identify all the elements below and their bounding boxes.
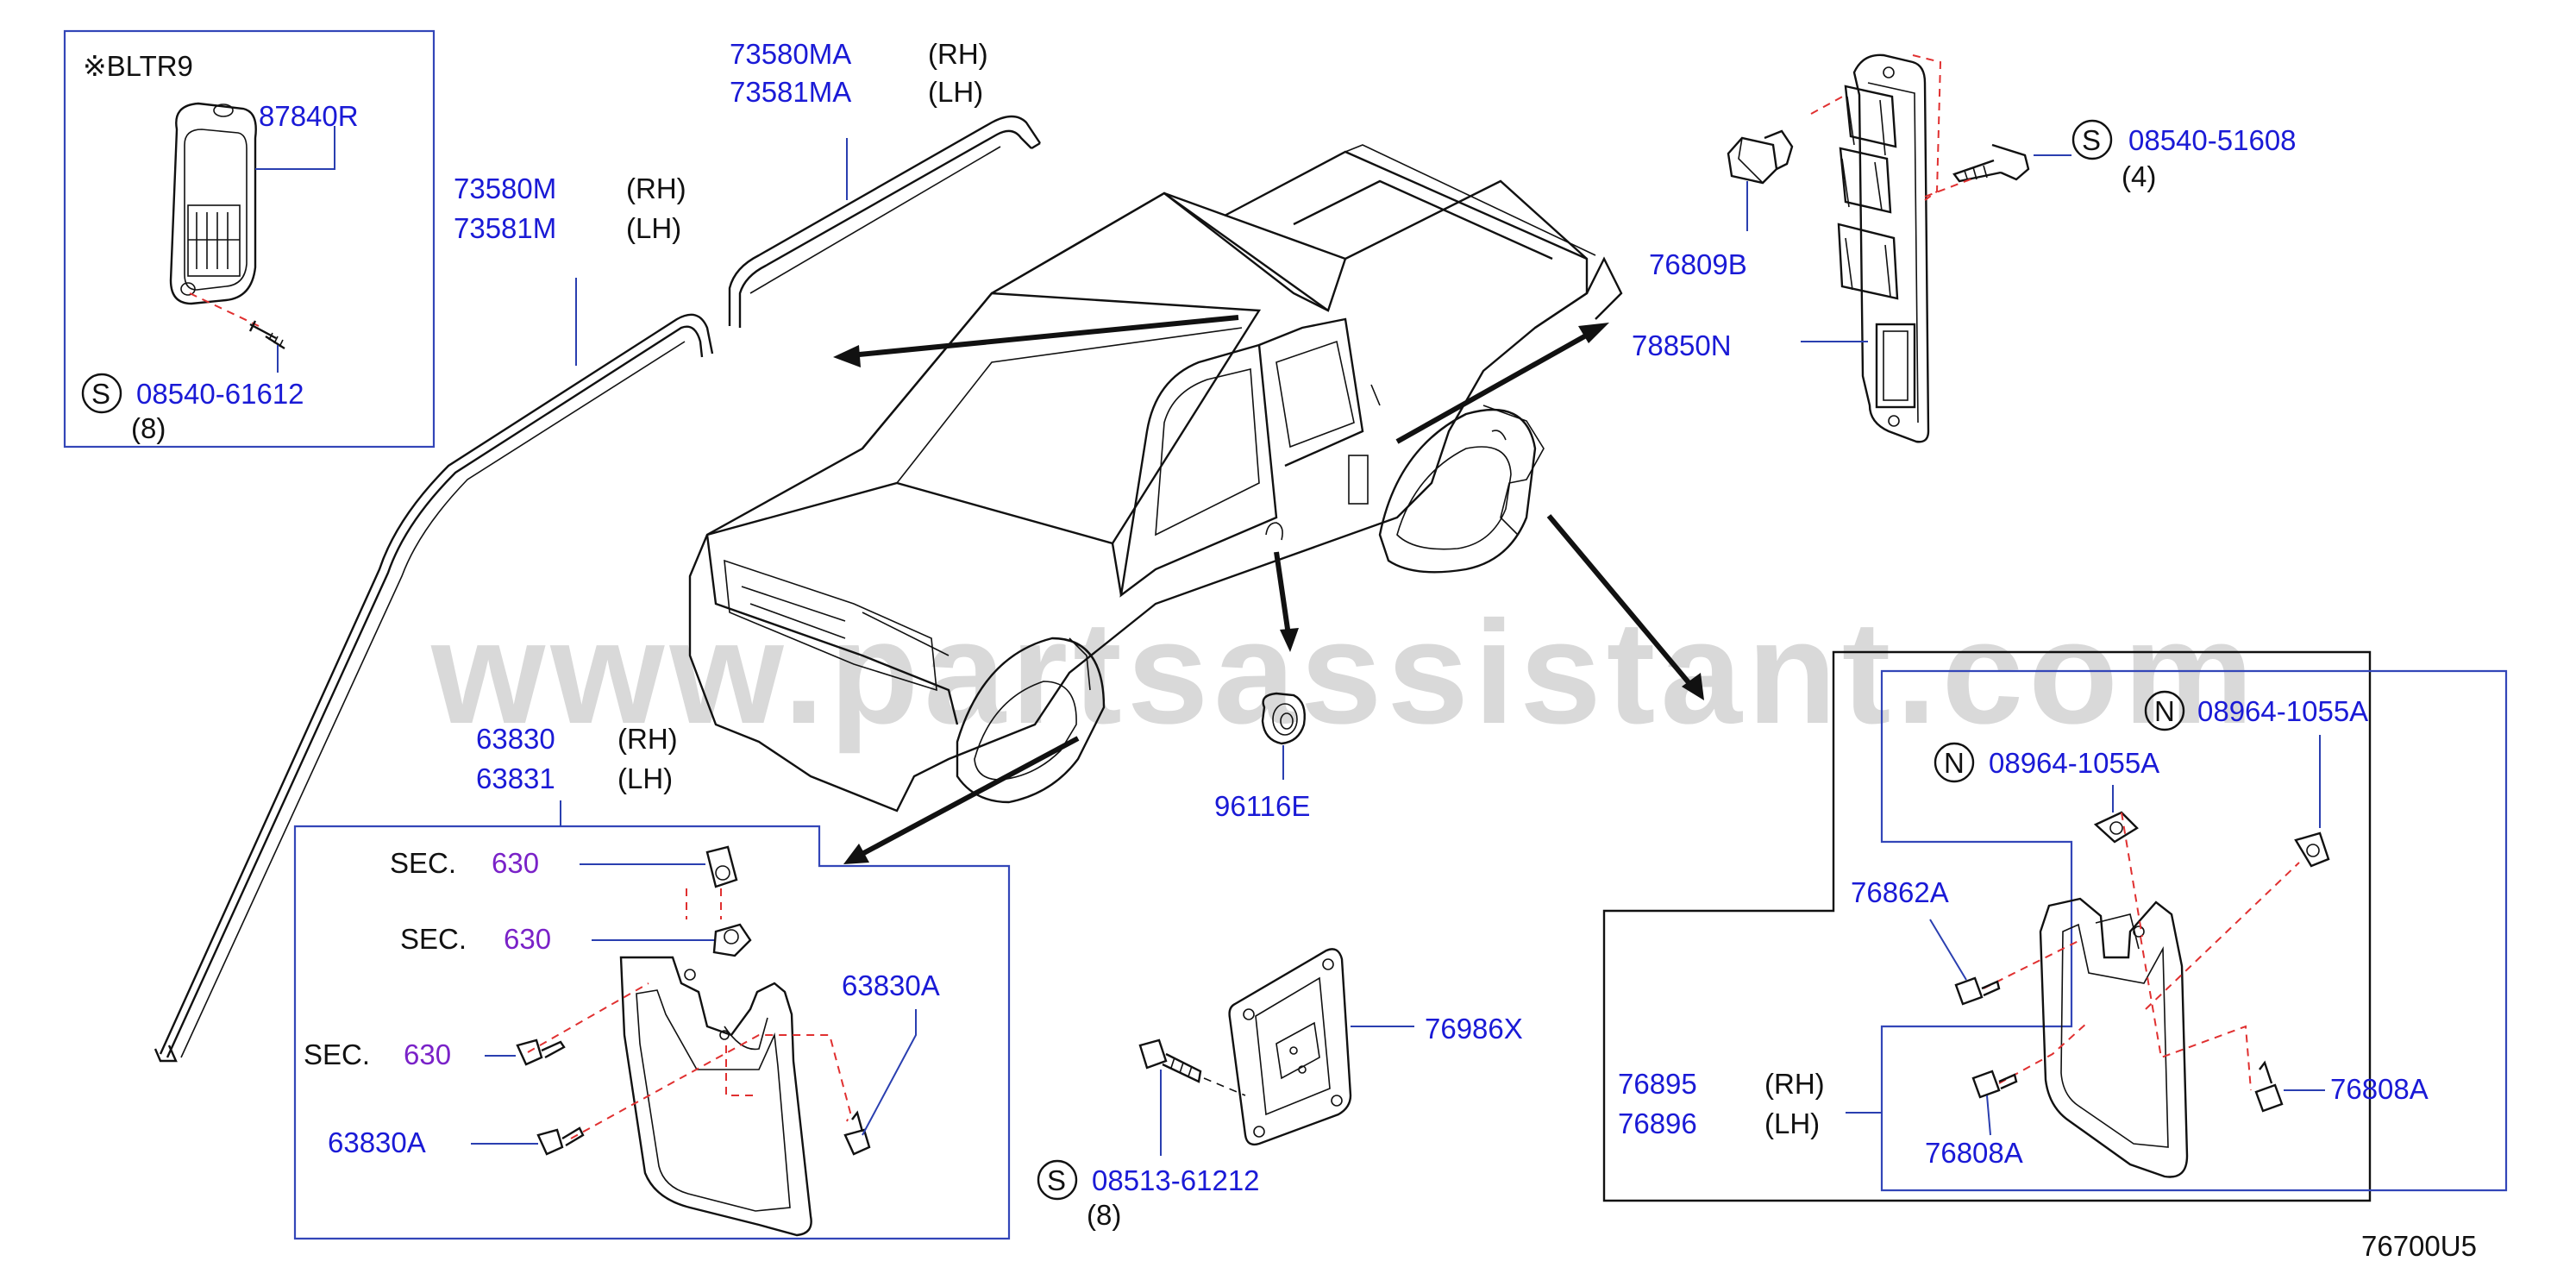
qty-8-lamp: (8): [131, 412, 166, 444]
dashed-line-bulb: [1810, 94, 1846, 115]
part-73580M: 73580M: [454, 173, 556, 204]
bolt-icon: [1138, 1038, 1202, 1083]
part-73581M: 73581M: [454, 212, 556, 244]
watermark: www.partsassistant.com: [430, 591, 2259, 755]
s-symbol-icon-bolt: [1037, 1159, 1078, 1201]
s-symbol-label: S: [91, 378, 110, 410]
part-08540-61612: 08540-61612: [136, 378, 304, 410]
inset-box-rear-mudguard: [1880, 669, 2508, 1192]
label-rh-73580M: (RH): [626, 173, 686, 204]
part-76862A: 76862A: [1851, 876, 1949, 908]
drip-molding-long-drawing: [154, 313, 714, 1063]
leader-87840R: [255, 126, 335, 170]
part-63830A-upper: 63830A: [842, 969, 940, 1001]
label-rh-63830: (RH): [617, 723, 678, 755]
part-08540-51608: 08540-51608: [2128, 124, 2297, 156]
screw-icon-front-1: [516, 1038, 566, 1066]
part-76986X: 76986X: [1425, 1013, 1523, 1045]
part-96116E: 96116E: [1214, 790, 1310, 822]
part-76809B: 76809B: [1649, 248, 1747, 280]
dashed-line-panel: [1912, 54, 1942, 201]
label-lh-63831: (LH): [617, 762, 673, 794]
part-87840R: 87840R: [259, 100, 359, 132]
screw-icon-front-2: [536, 1126, 585, 1156]
sec-ref-630-1: 630: [492, 847, 539, 879]
part-63830: 63830: [476, 723, 555, 755]
part-76808A-left: 76808A: [1925, 1137, 2023, 1169]
dashed-line-bolt: [1203, 1077, 1246, 1096]
inset-box-license-lamp: [63, 29, 436, 449]
s-symbol-label-panel: S: [2082, 124, 2101, 156]
part-63830A-lower: 63830A: [328, 1126, 426, 1158]
qty-4: (4): [2122, 160, 2156, 192]
rear-panel-drawing: [1837, 53, 1930, 443]
screw-icon-front-3: [843, 1110, 871, 1156]
note-bltr9: ※BLTR9: [83, 50, 193, 82]
bulb-socket-icon: [1727, 129, 1794, 185]
leader-63830A-upper: [862, 1009, 917, 1136]
screw-icon: [248, 320, 285, 350]
screw-icon-panel: [1952, 143, 2030, 183]
part-08964-1055A-upper: 08964-1055A: [2197, 695, 2368, 727]
part-76896: 76896: [1618, 1107, 1697, 1139]
n-symbol-label-2: N: [1944, 747, 1965, 779]
front-mudguard-drawing: [619, 956, 812, 1237]
rear-mudguard-drawing: [2039, 897, 2189, 1178]
sec-ref-630-3: 630: [404, 1038, 451, 1070]
dashed-line-rear-mudguard: [1983, 812, 2300, 1091]
n-symbol-icon-2: [1934, 742, 1975, 783]
callout-arrows: [833, 315, 1704, 864]
clip-nut-icon-rear: [2093, 811, 2330, 868]
dashed-line-panel-screw: [1924, 177, 1976, 198]
part-73580MA: 73580MA: [730, 38, 851, 70]
s-symbol-icon: [81, 373, 122, 414]
leader-76862A: [1929, 919, 1967, 981]
label-lh-73581MA: (LH): [928, 76, 983, 108]
dashed-line-clips: [686, 888, 722, 919]
label-lh-73581M: (LH): [626, 212, 681, 244]
license-lamp-drawing: [169, 102, 257, 305]
s-symbol-label-bolt: S: [1047, 1164, 1066, 1196]
sec-label-3: SEC.: [304, 1038, 370, 1070]
screw-icon-rear-1: [1954, 976, 2001, 1006]
part-78850N: 78850N: [1632, 329, 1732, 361]
inset-box-front-mudguard: [293, 825, 1011, 1240]
sec-ref-630-2: 630: [504, 923, 551, 955]
n-symbol-label-1: N: [2154, 695, 2175, 727]
part-08964-1055A-lower: 08964-1055A: [1989, 747, 2159, 779]
drip-molding-short-drawing: [728, 115, 1041, 328]
clip-nut-icon: [705, 845, 752, 957]
sec-label-2: SEC.: [400, 923, 467, 955]
part-73581MA: 73581MA: [730, 76, 851, 108]
screw-icon-rear-2: [1971, 1070, 2018, 1099]
part-76808A-right: 76808A: [2330, 1073, 2429, 1105]
label-rh-73580MA: (RH): [928, 38, 988, 70]
pickup-truck-drawing: [688, 144, 1623, 813]
qty-8-bolt: (8): [1087, 1199, 1121, 1231]
screw-icon-rear-3: [2254, 1060, 2284, 1113]
sec-label-1: SEC.: [390, 847, 456, 879]
n-symbol-icon-1: [2144, 690, 2185, 731]
part-76895: 76895: [1618, 1068, 1697, 1100]
s-symbol-icon-panel: [2071, 119, 2113, 160]
dashed-line-lamp-screw: [189, 292, 260, 327]
dashed-line-front-mudguard: [527, 982, 852, 1139]
inset-box-rear-outer: [1602, 650, 2372, 1202]
gasket-pad-drawing: [1228, 948, 1352, 1146]
part-08513-61212: 08513-61212: [1092, 1164, 1260, 1196]
leader-76808A-left: [1986, 1095, 1991, 1136]
label-lh-76896: (LH): [1764, 1107, 1820, 1139]
label-rh-76895: (RH): [1764, 1068, 1825, 1100]
part-63831: 63831: [476, 762, 555, 794]
diagram-id: 76700U5: [2361, 1230, 2477, 1262]
grommet-icon: [1261, 692, 1306, 745]
